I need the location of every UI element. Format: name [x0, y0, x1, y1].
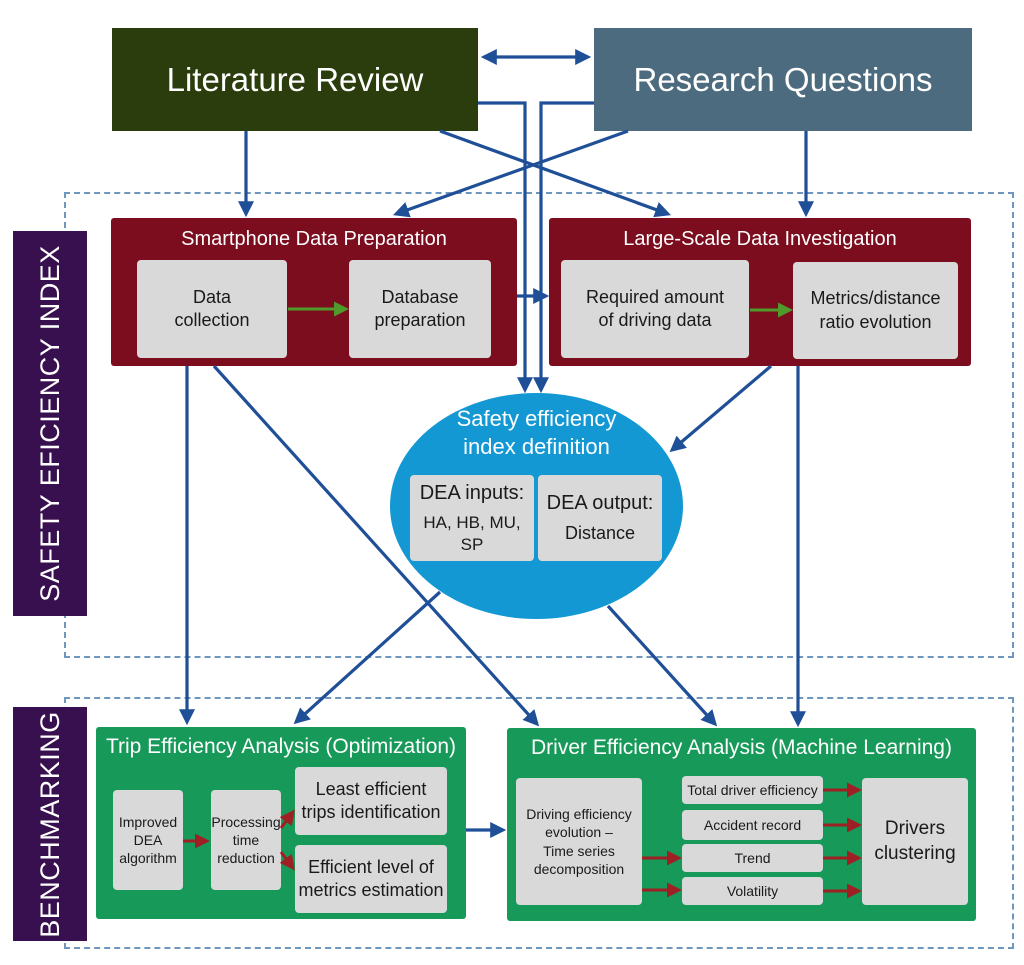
safety-index-side-label: SAFETY EFICIENCY INDEX — [13, 231, 87, 616]
efficient-level-box: Efficient level of metrics estimation — [295, 845, 447, 913]
index-definition-title: Safety efficiency index definition — [456, 406, 617, 459]
large-scale-to-index-arrow — [669, 364, 773, 453]
drivers-clustering-box: Drivers clustering — [862, 778, 968, 905]
benchmarking-side-label: BENCHMARKING — [13, 707, 87, 941]
volatility-box: Volatility — [682, 877, 823, 905]
smartphone-panel-title: Smartphone Data Preparation — [181, 228, 447, 250]
literature-to-index-arrow — [478, 101, 533, 394]
required-amount-box: Required amount of driving data — [561, 260, 749, 358]
dea-output-box: DEA output: Distance — [538, 475, 662, 561]
data-collection-box: Data collection — [137, 260, 287, 358]
accident-record-box: Accident record — [682, 810, 823, 840]
literature-review-box: Literature Review — [112, 28, 478, 131]
trip-panel-title: Trip Efficiency Analysis (Optimization) — [105, 735, 457, 758]
dea-inputs-label: DEA inputs: — [419, 481, 525, 504]
total-driver-efficiency-box: Total driver efficiency — [682, 776, 823, 804]
research-questions-box: Research Questions — [594, 28, 972, 131]
trend-box: Trend — [682, 844, 823, 872]
improved-dea-box: Improved DEA algorithm — [113, 790, 183, 890]
driver-efficiency-analysis-panel: Driver Efficiency Analysis (Machine Lear… — [507, 728, 976, 921]
large-scale-panel-title: Large-Scale Data Investigation — [623, 228, 897, 250]
research-to-smartphone-arrow — [392, 129, 629, 218]
smartphone-data-preparation-panel: Smartphone Data Preparation Data collect… — [111, 218, 517, 366]
processing-to-efficient-arrow — [279, 851, 295, 871]
smartphone-to-driver-arrow — [212, 364, 540, 727]
dea-output-value: Distance — [564, 523, 636, 544]
index-to-trip-arrow — [293, 590, 442, 725]
driver-panel-title: Driver Efficiency Analysis (Machine Lear… — [531, 736, 952, 759]
dea-inputs-box: DEA inputs: HA, HB, MU, SP — [410, 475, 534, 561]
safety-efficiency-index-ellipse: Safety efficiency index definition DEA i… — [390, 393, 683, 619]
index-to-driver-arrow — [606, 604, 718, 727]
least-efficient-trips-box: Least efficient trips identification — [295, 767, 447, 835]
dea-output-label: DEA output: — [546, 492, 654, 515]
processing-time-box: Processing time reduction — [211, 790, 281, 890]
metrics-ratio-box: Metrics/distance ratio evolution — [793, 262, 958, 359]
driving-efficiency-evolution-box: Driving efficiency evolution – Time seri… — [516, 778, 642, 905]
trip-efficiency-analysis-panel: Trip Efficiency Analysis (Optimization) … — [96, 727, 466, 919]
large-scale-data-investigation-panel: Large-Scale Data Investigation Required … — [549, 218, 971, 366]
dea-inputs-values: HA, HB, MU, SP — [423, 512, 521, 554]
literature-to-large-scale-arrow — [439, 129, 672, 218]
database-preparation-box: Database preparation — [349, 260, 491, 358]
processing-to-least-arrow — [279, 809, 295, 829]
